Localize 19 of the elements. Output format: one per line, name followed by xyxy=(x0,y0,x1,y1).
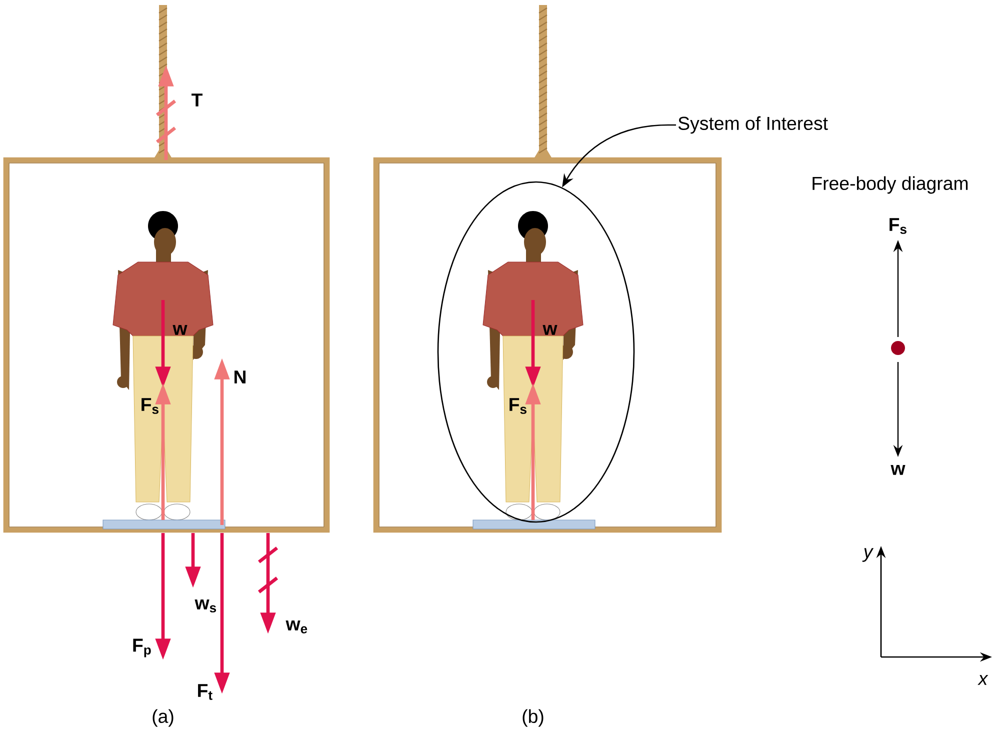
force-label: F$_{p}$ xyxy=(133,638,151,658)
force-label: F$_{t}$ xyxy=(198,684,212,700)
system-ellipse xyxy=(437,181,635,523)
force-label: w xyxy=(890,465,906,475)
force-label: F$_{s}$ xyxy=(890,218,906,234)
caption-text: Free-body diagram xyxy=(812,176,968,194)
force-label: N xyxy=(234,370,246,384)
force-label: F$_{s}$ xyxy=(510,398,526,414)
force-label: w xyxy=(542,325,558,335)
caption-text: (a) xyxy=(152,709,174,727)
force-label: w$_{e}$ xyxy=(286,620,308,634)
force-label: w xyxy=(172,325,188,335)
caption-text: (b) xyxy=(522,709,544,727)
force-label: T xyxy=(192,94,203,106)
axis-label: y xyxy=(862,548,874,562)
force-label: F$_{s}$ xyxy=(142,398,158,414)
callout-text: System of Interest xyxy=(678,116,828,134)
axis-label: x xyxy=(978,675,988,685)
force-label: w$_{s}$ xyxy=(194,600,216,612)
